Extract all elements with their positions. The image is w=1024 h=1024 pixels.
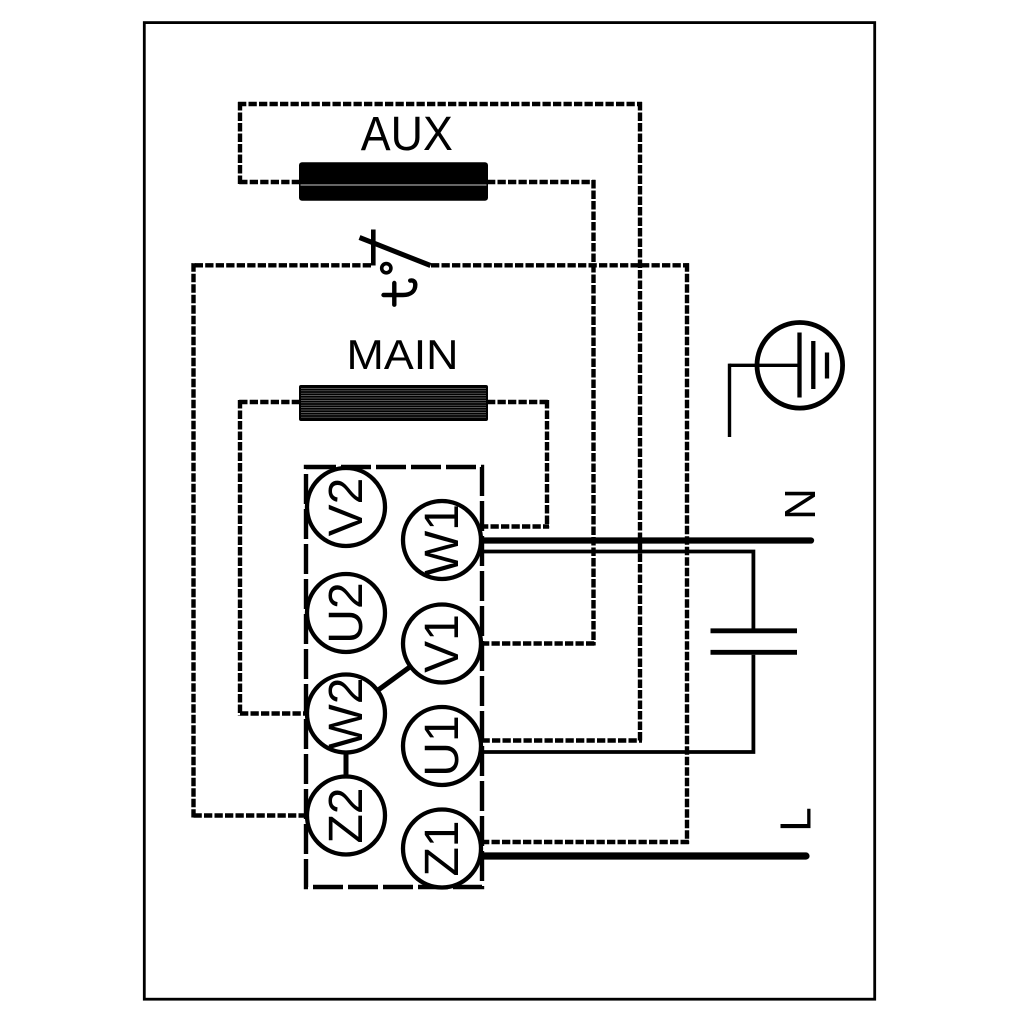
svg-text:V1: V1 (416, 614, 469, 673)
svg-text:Z2: Z2 (320, 787, 373, 843)
svg-text:AUX: AUX (361, 108, 453, 161)
svg-text:Z1: Z1 (416, 820, 469, 876)
svg-text:MAIN: MAIN (347, 331, 459, 378)
svg-text:N: N (776, 488, 825, 520)
svg-text:V2: V2 (320, 478, 373, 537)
svg-text:W2: W2 (320, 678, 373, 750)
svg-text:U2: U2 (320, 582, 373, 643)
svg-text:L: L (772, 807, 821, 831)
svg-text:U1: U1 (416, 715, 469, 776)
svg-text:W1: W1 (416, 504, 469, 576)
